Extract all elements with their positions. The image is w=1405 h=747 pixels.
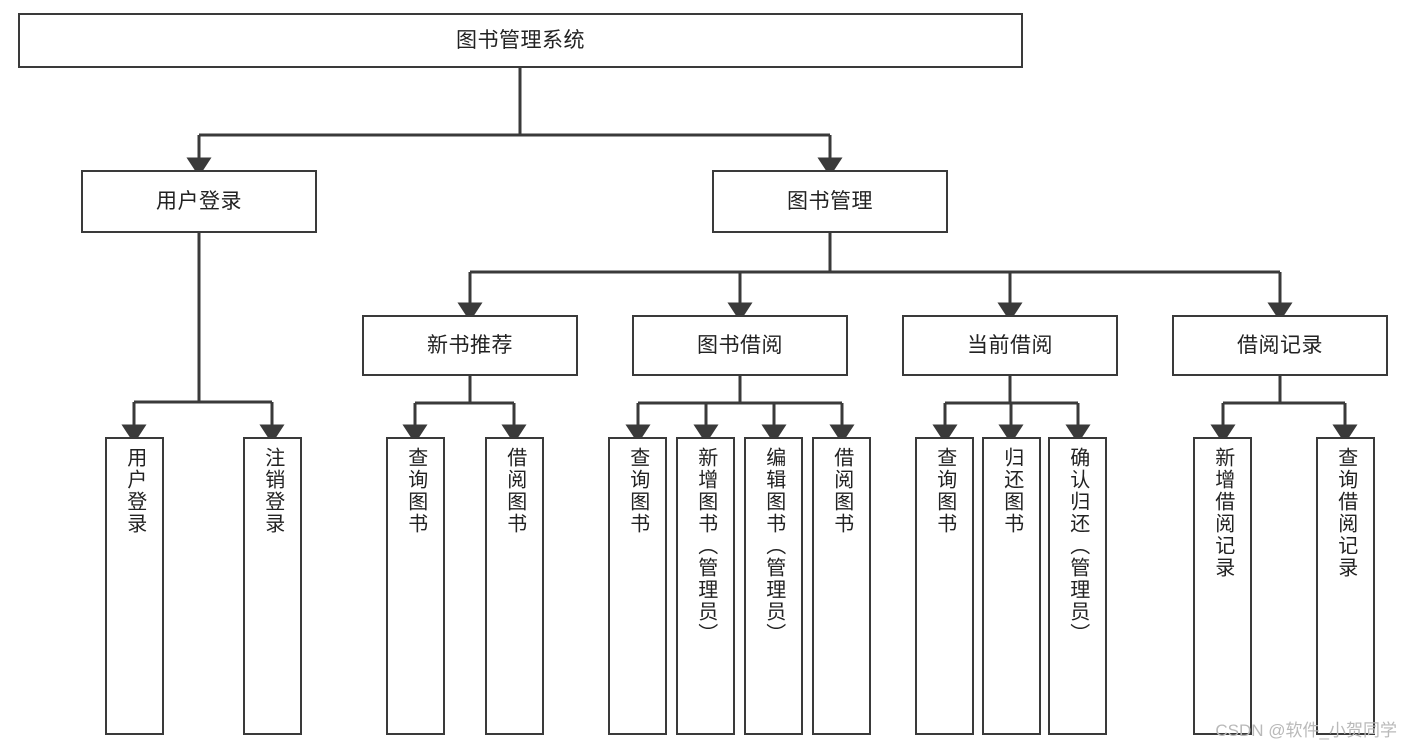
- node-leaf-user-login[interactable]: 用户登录: [105, 437, 164, 735]
- node-user-login-label: 用户登录: [156, 189, 242, 213]
- node-leaf-confirm-return-admin-label: 确认归还（管理员）: [1066, 447, 1089, 645]
- node-current-borrow[interactable]: 当前借阅: [902, 315, 1118, 376]
- node-leaf-borrow-book-recommend[interactable]: 借阅图书: [485, 437, 544, 735]
- node-root-book-management-system[interactable]: 图书管理系统: [18, 13, 1023, 68]
- node-book-borrow-label: 图书借阅: [697, 333, 783, 357]
- node-book-borrow[interactable]: 图书借阅: [632, 315, 848, 376]
- node-leaf-edit-book-admin[interactable]: 编辑图书（管理员）: [744, 437, 803, 735]
- node-leaf-edit-book-admin-label: 编辑图书（管理员）: [762, 447, 785, 645]
- node-leaf-return-book[interactable]: 归还图书: [982, 437, 1041, 735]
- node-book-management[interactable]: 图书管理: [712, 170, 948, 233]
- node-user-login[interactable]: 用户登录: [81, 170, 317, 233]
- node-leaf-add-borrow-record[interactable]: 新增借阅记录: [1193, 437, 1252, 735]
- node-leaf-query-borrow-record[interactable]: 查询借阅记录: [1316, 437, 1375, 735]
- node-leaf-query-book-current-label: 查询图书: [933, 447, 956, 535]
- node-leaf-query-borrow-record-label: 查询借阅记录: [1334, 447, 1357, 579]
- node-leaf-borrow-book[interactable]: 借阅图书: [812, 437, 871, 735]
- node-leaf-user-login-label: 用户登录: [123, 447, 146, 535]
- node-leaf-borrow-book-recommend-label: 借阅图书: [503, 447, 526, 535]
- node-leaf-logout-label: 注销登录: [261, 447, 284, 535]
- node-new-book-recommend[interactable]: 新书推荐: [362, 315, 578, 376]
- node-leaf-borrow-book-label: 借阅图书: [830, 447, 853, 535]
- node-leaf-query-book-recommend[interactable]: 查询图书: [386, 437, 445, 735]
- node-book-management-label: 图书管理: [787, 189, 873, 213]
- node-leaf-add-borrow-record-label: 新增借阅记录: [1211, 447, 1234, 579]
- node-leaf-query-book-current[interactable]: 查询图书: [915, 437, 974, 735]
- node-leaf-query-book-borrow-label: 查询图书: [626, 447, 649, 535]
- node-leaf-query-book-recommend-label: 查询图书: [404, 447, 427, 535]
- node-leaf-logout[interactable]: 注销登录: [243, 437, 302, 735]
- node-leaf-add-book-admin-label: 新增图书（管理员）: [694, 447, 717, 645]
- node-leaf-confirm-return-admin[interactable]: 确认归还（管理员）: [1048, 437, 1107, 735]
- node-leaf-return-book-label: 归还图书: [1000, 447, 1023, 535]
- node-leaf-query-book-borrow[interactable]: 查询图书: [608, 437, 667, 735]
- node-borrow-record-label: 借阅记录: [1237, 333, 1323, 357]
- node-new-book-recommend-label: 新书推荐: [427, 333, 513, 357]
- node-current-borrow-label: 当前借阅: [967, 333, 1053, 357]
- watermark-csdn: CSDN @软件_小贺同学: [1215, 721, 1397, 740]
- node-borrow-record[interactable]: 借阅记录: [1172, 315, 1388, 376]
- node-leaf-add-book-admin[interactable]: 新增图书（管理员）: [676, 437, 735, 735]
- node-root-label: 图书管理系统: [456, 28, 585, 52]
